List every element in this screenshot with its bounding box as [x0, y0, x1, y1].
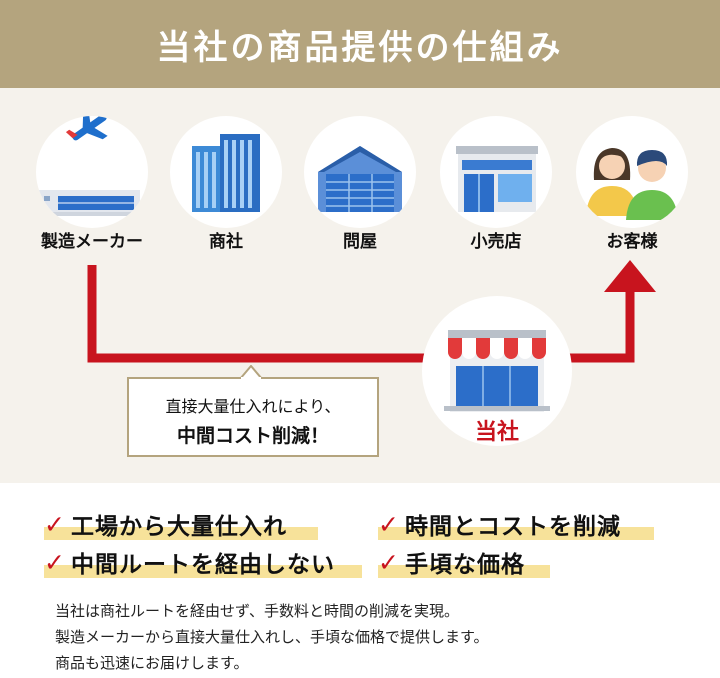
- company-circle: [422, 296, 572, 446]
- check-icon: ✓: [378, 509, 399, 539]
- customers-circle: [576, 116, 688, 228]
- manufacturer-circle: [36, 116, 148, 228]
- highlight-marker: [44, 565, 362, 578]
- point-time-cost: ✓ 時間とコストを削減: [378, 506, 654, 542]
- office-building-icon: [192, 134, 260, 212]
- highlight-marker: [44, 527, 318, 540]
- point-text: 手頃な価格: [404, 552, 525, 578]
- trading-company-circle: [170, 116, 282, 228]
- title-banner: 当社の商品提供の仕組み: [0, 0, 720, 88]
- customers-icon: [586, 148, 678, 220]
- wholesaler-circle: [304, 116, 416, 228]
- step-label-customers: お客様: [606, 232, 658, 252]
- factory-airplane-icon: [36, 116, 146, 216]
- point-no-middle-route: ✓ 中間ルートを経由しない: [44, 544, 362, 580]
- description: 当社は商社ルートを経由せず、手数料と時間の削減を実現。 製造メーカーから直接大量…: [55, 598, 695, 676]
- check-icon: ✓: [44, 509, 65, 539]
- point-text: 工場から大量仕入れ: [70, 514, 287, 540]
- highlight-marker: [378, 527, 654, 540]
- callout-line-2: 中間コスト削減！: [176, 425, 329, 447]
- retailer-circle: [440, 116, 552, 228]
- retail-store-icon: [456, 146, 538, 212]
- callout-pointer: [239, 365, 263, 379]
- description-line-2: 製造メーカーから直接大量仕入れし、手頃な価格で提供します。: [55, 628, 489, 646]
- point-text: 時間とコストを削減: [404, 514, 621, 540]
- description-line-1: 当社は商社ルートを経由せず、手数料と時間の削減を実現。: [55, 602, 459, 620]
- point-affordable: ✓ 手頃な価格: [378, 544, 550, 580]
- cost-reduction-callout: 直接大量仕入れにより、 中間コスト削減！: [127, 365, 379, 457]
- page-title: 当社の商品提供の仕組み: [156, 27, 564, 68]
- warehouse-icon: [318, 146, 402, 212]
- step-label-wholesaler: 問屋: [343, 232, 377, 252]
- check-icon: ✓: [378, 547, 399, 577]
- step-label-trading-company: 商社: [209, 232, 243, 252]
- company-label: 当社: [474, 420, 519, 445]
- check-icon: ✓: [44, 547, 65, 577]
- description-line-3: 商品も迅速にお届けします。: [55, 654, 249, 672]
- flow-diagram: 製造メーカー 商社: [0, 88, 720, 483]
- callout-line-1: 直接大量仕入れにより、: [165, 397, 341, 416]
- step-label-manufacturer: 製造メーカー: [41, 232, 143, 252]
- route-arrow: [87, 260, 656, 363]
- point-factory-bulk: ✓ 工場から大量仕入れ: [44, 506, 318, 542]
- point-text: 中間ルートを経由しない: [70, 552, 335, 578]
- step-label-retailer: 小売店: [470, 232, 522, 252]
- shop-awning-icon: [444, 330, 550, 412]
- highlight-marker: [378, 565, 550, 578]
